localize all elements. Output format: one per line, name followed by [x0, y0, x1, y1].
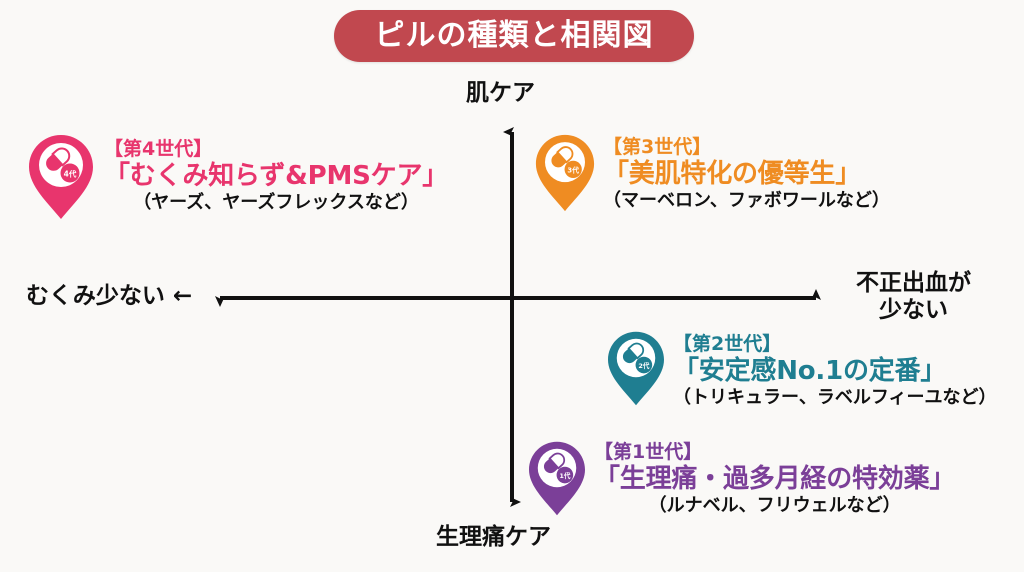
- axis-label-top: 肌ケア: [466, 80, 535, 106]
- pill-map-pin-icon: 4代: [29, 135, 93, 219]
- map-pin-gen2: 2代: [607, 330, 665, 407]
- brands-gen4: （ヤーズ、ヤーズフレックスなど）: [133, 191, 419, 213]
- entry-text-gen1: 【第1世代】 「生理痛・過多月経の特効薬」 （ルナベル、フリウェルなど）: [594, 442, 955, 515]
- entry-gen2[interactable]: 2代 【第2世代】 「安定感No.1の定番」 （トリキュラー、ラベルフィーユなど…: [607, 330, 996, 407]
- map-pin-gen1: 1代: [528, 440, 586, 517]
- axis-label-right-line1: 不正出血が: [856, 270, 971, 296]
- axis-label-right-line2: 少ない: [879, 297, 948, 324]
- axis-label-right: 不正出血が 少ない: [856, 270, 971, 324]
- pill-map-pin-icon: 2代: [608, 331, 664, 406]
- gen-tag-gen3: 【第3世代】: [603, 136, 712, 158]
- entry-gen3[interactable]: 3代 【第3世代】 「美肌特化の優等生」 （マーベロン、ファボワールなど）: [535, 133, 890, 213]
- brands-gen1: （ルナベル、フリウェルなど）: [648, 494, 901, 516]
- headline-gen4: 「むくみ知らず&PMSケア」: [104, 160, 449, 191]
- pin-badge-gen3: 3代: [567, 166, 579, 175]
- gen-tag-gen4: 【第4世代】: [104, 138, 213, 160]
- axis-label-left: むくみ少ない ←: [26, 283, 192, 310]
- gen-tag-gen1: 【第1世代】: [594, 441, 703, 463]
- page-title: ピルの種類と相関図: [374, 18, 654, 53]
- map-pin-gen4: 4代: [28, 133, 94, 221]
- axis-label-left-text: むくみ少ない: [26, 283, 165, 309]
- headline-gen3: 「美肌特化の優等生」: [603, 158, 862, 189]
- entry-gen1[interactable]: 1代 【第1世代】 「生理痛・過多月経の特効薬」 （ルナベル、フリウェルなど）: [528, 440, 955, 517]
- pin-badge-gen1: 1代: [559, 471, 571, 480]
- brands-gen3: （マーベロン、ファボワールなど）: [603, 189, 890, 211]
- headline-gen2: 「安定感No.1の定番」: [673, 355, 947, 386]
- entry-text-gen4: 【第4世代】 「むくみ知らず&PMSケア」 （ヤーズ、ヤーズフレックスなど）: [104, 139, 448, 212]
- pill-map-pin-icon: 1代: [529, 441, 585, 516]
- map-pin-gen3: 3代: [535, 133, 595, 213]
- brands-gen2: （トリキュラー、ラベルフィーユなど）: [673, 386, 997, 408]
- entry-text-gen2: 【第2世代】 「安定感No.1の定番」 （トリキュラー、ラベルフィーユなど）: [673, 334, 996, 407]
- pill-map-pin-icon: 3代: [535, 134, 595, 212]
- headline-gen1: 「生理痛・過多月経の特効薬」: [594, 463, 956, 494]
- left-arrow-icon: ←: [172, 283, 193, 309]
- title-banner: ピルの種類と相関図: [334, 10, 694, 62]
- entry-gen4[interactable]: 4代 【第4世代】 「むくみ知らず&PMSケア」 （ヤーズ、ヤーズフレックスなど…: [28, 133, 448, 221]
- pin-badge-gen4: 4代: [64, 169, 77, 179]
- gen-tag-gen2: 【第2世代】: [673, 333, 782, 355]
- axis-label-bottom: 生理痛ケア: [436, 524, 551, 550]
- entry-text-gen3: 【第3世代】 「美肌特化の優等生」 （マーベロン、ファボワールなど）: [603, 137, 890, 210]
- pin-badge-gen2: 2代: [638, 361, 650, 370]
